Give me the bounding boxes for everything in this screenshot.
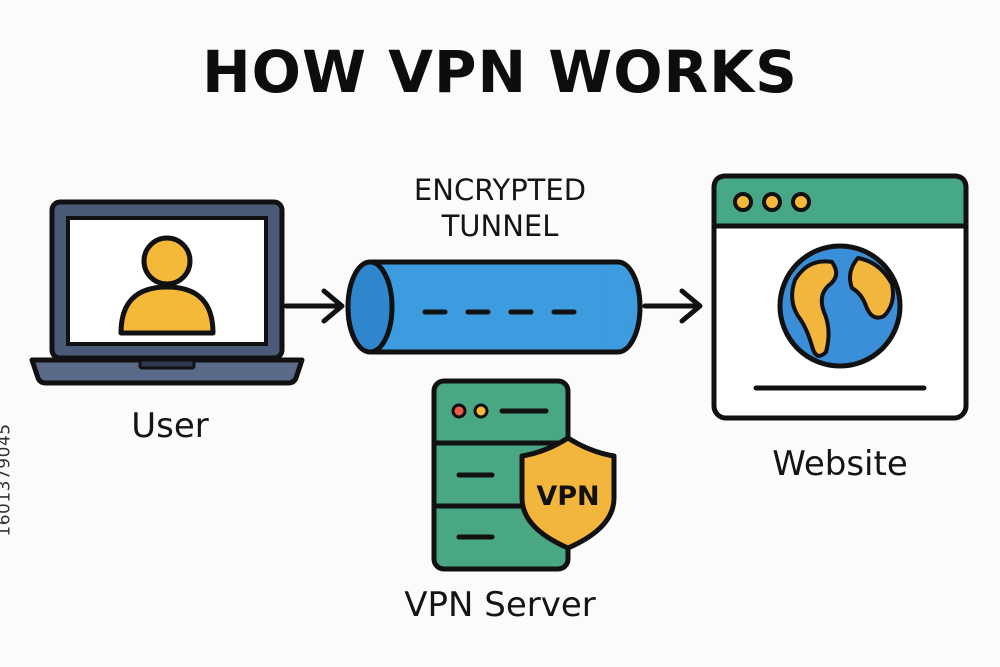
- tunnel-label: ENCRYPTED TUNNEL: [370, 172, 630, 244]
- page-title: HOW VPN WORKS: [202, 38, 798, 106]
- shield-badge-text: VPN: [536, 481, 599, 512]
- tunnel-label-line1: ENCRYPTED: [413, 173, 587, 207]
- tunnel-cylinder-icon: [345, 259, 643, 355]
- vpn-server-label: VPN Server: [404, 585, 596, 625]
- side-id-text: 1601379045: [0, 423, 15, 537]
- globe-icon: [777, 243, 903, 369]
- laptop-user-icon: [29, 199, 305, 386]
- arrow-user-to-tunnel: [283, 288, 345, 324]
- user-label: User: [131, 406, 209, 446]
- user-avatar-icon: [118, 235, 216, 336]
- arrow-tunnel-to-website: [642, 288, 703, 324]
- vpn-shield-icon: VPN: [519, 435, 617, 551]
- server-shield-icon: VPN: [431, 378, 617, 572]
- browser-globe-icon: [711, 173, 969, 421]
- tunnel-label-line2: TUNNEL: [441, 209, 559, 243]
- website-label: Website: [772, 444, 908, 484]
